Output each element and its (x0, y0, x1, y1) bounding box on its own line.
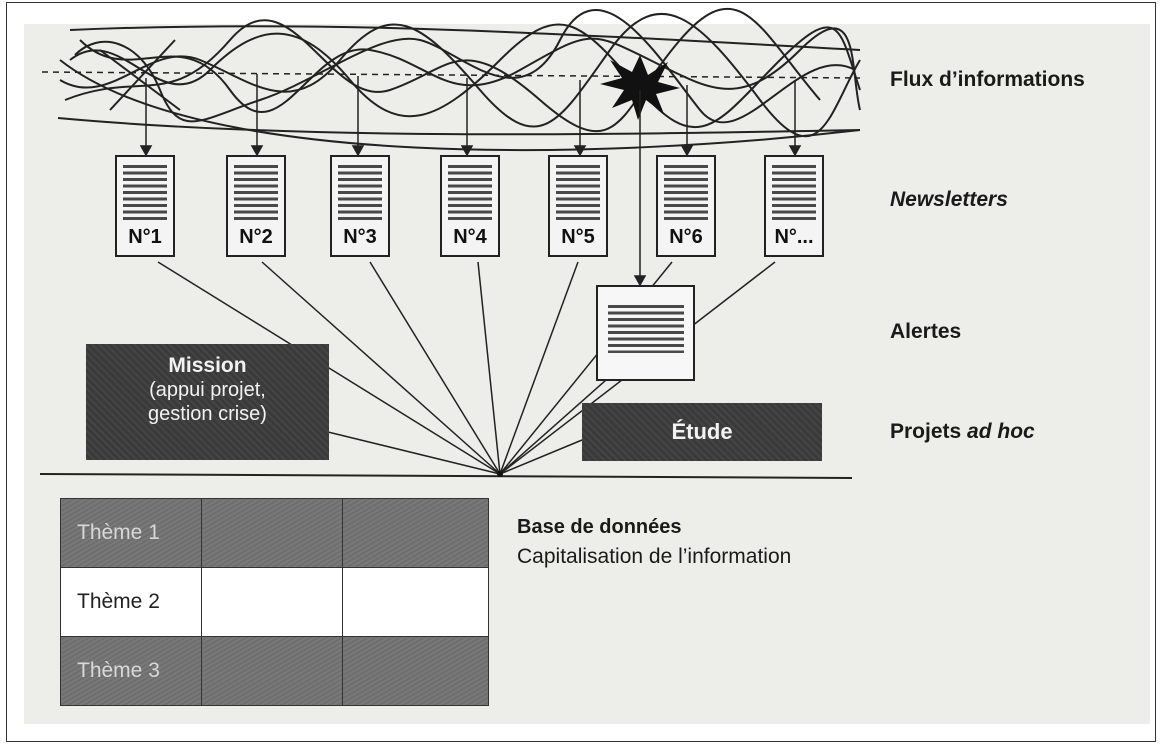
doc-text-lines (338, 165, 382, 220)
table-cell (342, 636, 489, 706)
newsletter-number: N°... (774, 226, 814, 248)
newsletter-doc: N°6 (656, 155, 716, 257)
label-alertes: Alertes (890, 320, 962, 343)
alert-burst (600, 55, 680, 120)
doc-text-lines (123, 165, 167, 220)
newsletter-doc: N°4 (440, 155, 500, 257)
doc-text-lines (664, 165, 708, 220)
newsletter-doc: N°5 (548, 155, 608, 257)
doc-text-lines (772, 165, 816, 220)
table-row: Thème 2 (60, 567, 489, 637)
newsletter-number: N°3 (343, 226, 377, 248)
themes-table: Thème 1 Thème 2 Thème 3 (60, 498, 489, 706)
table-row: Thème 1 (60, 498, 489, 568)
label-newsletters: Newsletters (890, 188, 1008, 211)
convergence-point (497, 471, 503, 477)
table-row: Thème 3 (60, 636, 489, 706)
mission-line2: gestion crise) (148, 403, 267, 425)
newsletter-doc: N°1 (115, 155, 175, 257)
doc-text-lines (234, 165, 278, 220)
database-title: Base de données (517, 516, 682, 538)
newsletter-number: N°1 (128, 226, 162, 248)
etude-box: Étude (582, 403, 822, 461)
mission-title: Mission (168, 354, 247, 377)
table-cell (201, 498, 343, 568)
newsletter-number: N°2 (239, 226, 273, 248)
newsletter-number: N°6 (669, 226, 703, 248)
label-projets: Projets ad hoc (890, 420, 1035, 444)
label-projets-prefix: Projets (890, 420, 968, 443)
table-cell (342, 567, 489, 637)
database-baseline (39, 473, 853, 479)
flux-arrows (139, 74, 802, 287)
label-flux: Flux d’informations (890, 68, 1085, 91)
newsletter-doc: N°... (764, 155, 824, 257)
flux-waves (57, 7, 861, 152)
theme-cell: Thème 2 (60, 567, 202, 637)
doc-text-lines (448, 165, 492, 220)
convergence-rays (157, 261, 776, 475)
table-cell (342, 498, 489, 568)
newsletter-doc: N°2 (226, 155, 286, 257)
newsletter-number: N°5 (561, 226, 595, 248)
mission-line1: (appui projet, (149, 379, 266, 401)
mission-box: Mission (appui projet, gestion crise) (86, 344, 329, 460)
table-cell (201, 636, 343, 706)
database-subtitle: Capitalisation de l’information (517, 545, 792, 568)
doc-text-lines (556, 165, 600, 220)
doc-text-lines (608, 305, 684, 353)
alert-doc (596, 285, 695, 381)
label-projets-italic: ad hoc (967, 420, 1035, 443)
flux-dashed-line (41, 71, 861, 79)
theme-cell: Thème 3 (60, 636, 202, 706)
newsletter-doc: N°3 (330, 155, 390, 257)
theme-cell: Thème 1 (60, 498, 202, 568)
table-cell (201, 567, 343, 637)
newsletter-number: N°4 (453, 226, 487, 248)
